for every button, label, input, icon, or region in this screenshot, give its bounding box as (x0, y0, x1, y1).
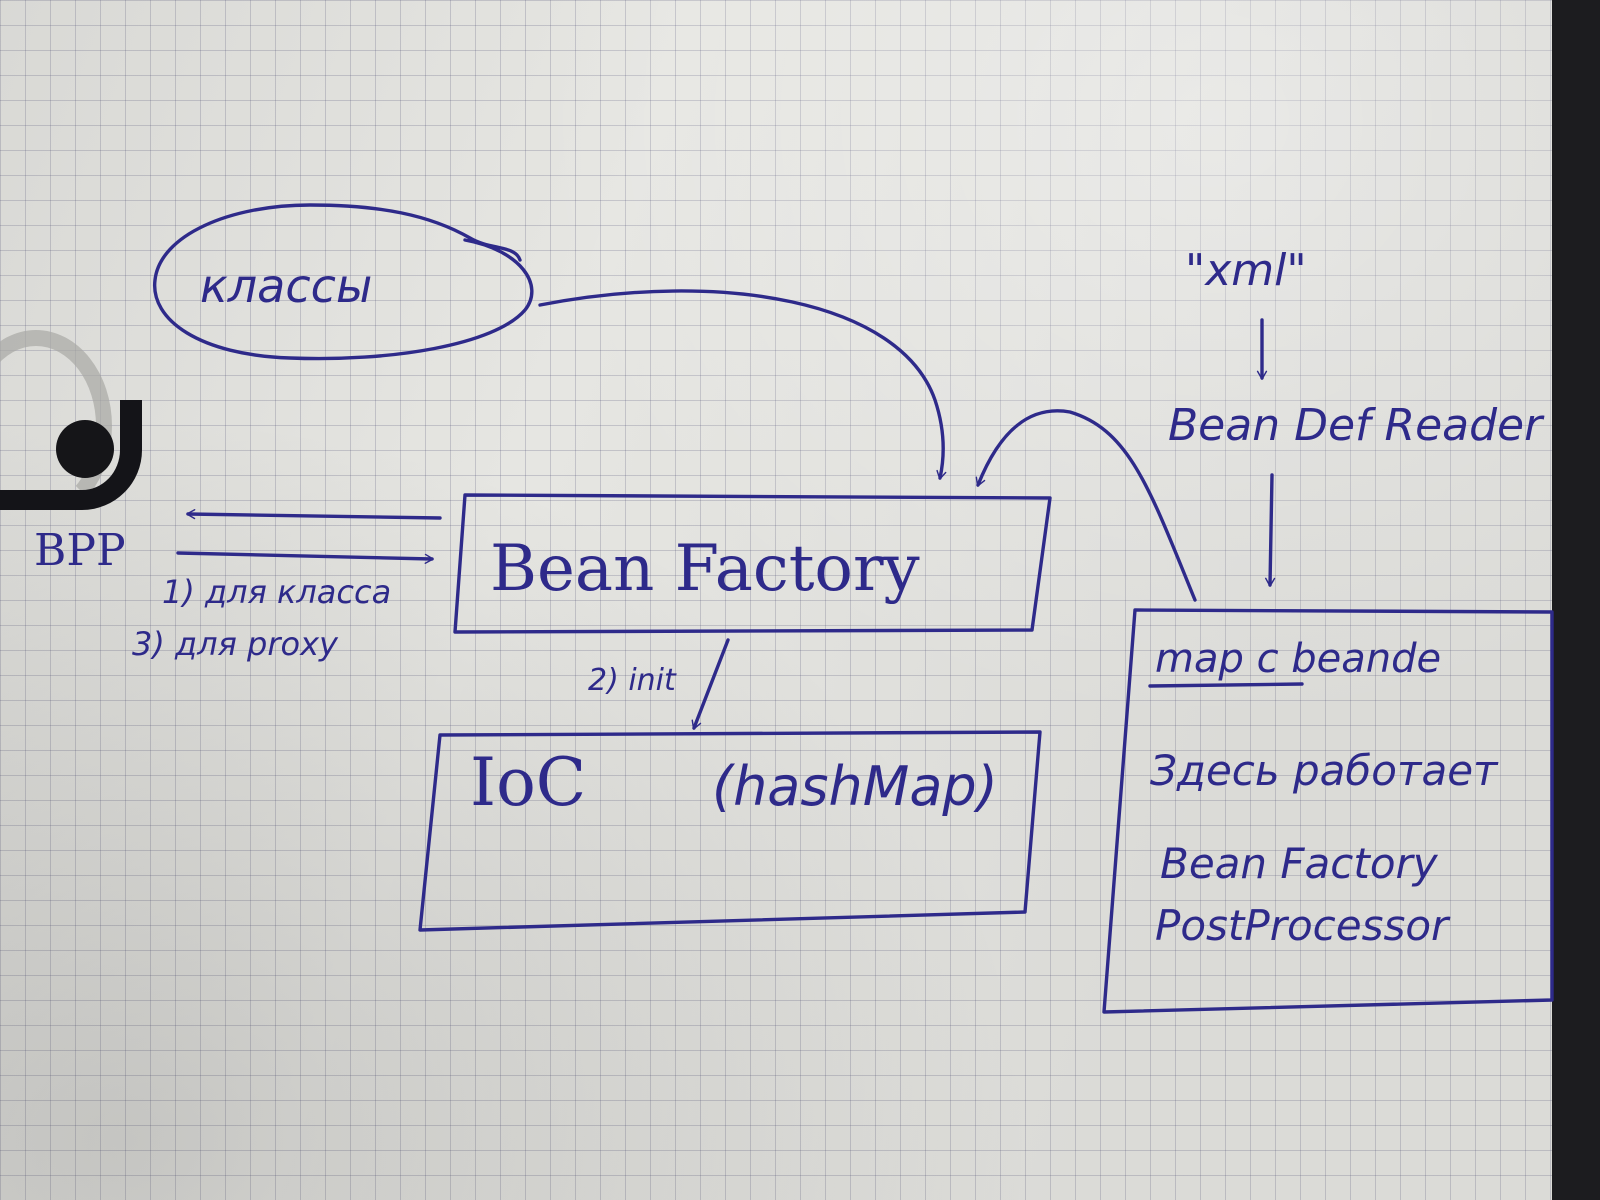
arrow-bpp-to-factory (176, 551, 434, 564)
ioc-label: IoC (470, 744, 586, 821)
arrow-factory-to-bpp (186, 508, 442, 520)
arrow-classes-to-factory (538, 289, 947, 480)
bpp-label: BPP (34, 525, 126, 576)
binder-hole (56, 420, 114, 478)
bean-factory-label: Bean Factory (490, 532, 920, 606)
graph-paper-background (0, 0, 1552, 1200)
bpp-note-proxy: 3) для proxy (132, 625, 339, 663)
arrow-map-to-factory (975, 409, 1197, 602)
ioc-hashmap-label: (hashMap) (712, 755, 998, 818)
bpp-note-class: 1) для класса (162, 573, 391, 611)
classes-label: классы (200, 259, 372, 313)
classes-oval (153, 203, 534, 361)
init-label: 2) init (588, 663, 677, 698)
map-underline (1148, 682, 1304, 688)
map-box-line-2: Bean Factory (1160, 839, 1439, 888)
ioc-box (418, 730, 1042, 932)
arrow-factory-to-ioc (691, 638, 730, 730)
bean-factory-box (453, 493, 1052, 634)
xml-label: "xml" (1185, 245, 1307, 296)
map-box-line-3: PostProcessor (1155, 901, 1451, 950)
arrow-reader-to-map (1265, 473, 1276, 587)
notebook-dark-edge (1552, 0, 1600, 1200)
map-box (1102, 608, 1554, 1014)
map-box-line-1: Здесь работает (1150, 746, 1499, 795)
bean-def-reader-label: Bean Def Reader (1168, 400, 1545, 451)
map-box-title: map c beande (1155, 636, 1441, 682)
